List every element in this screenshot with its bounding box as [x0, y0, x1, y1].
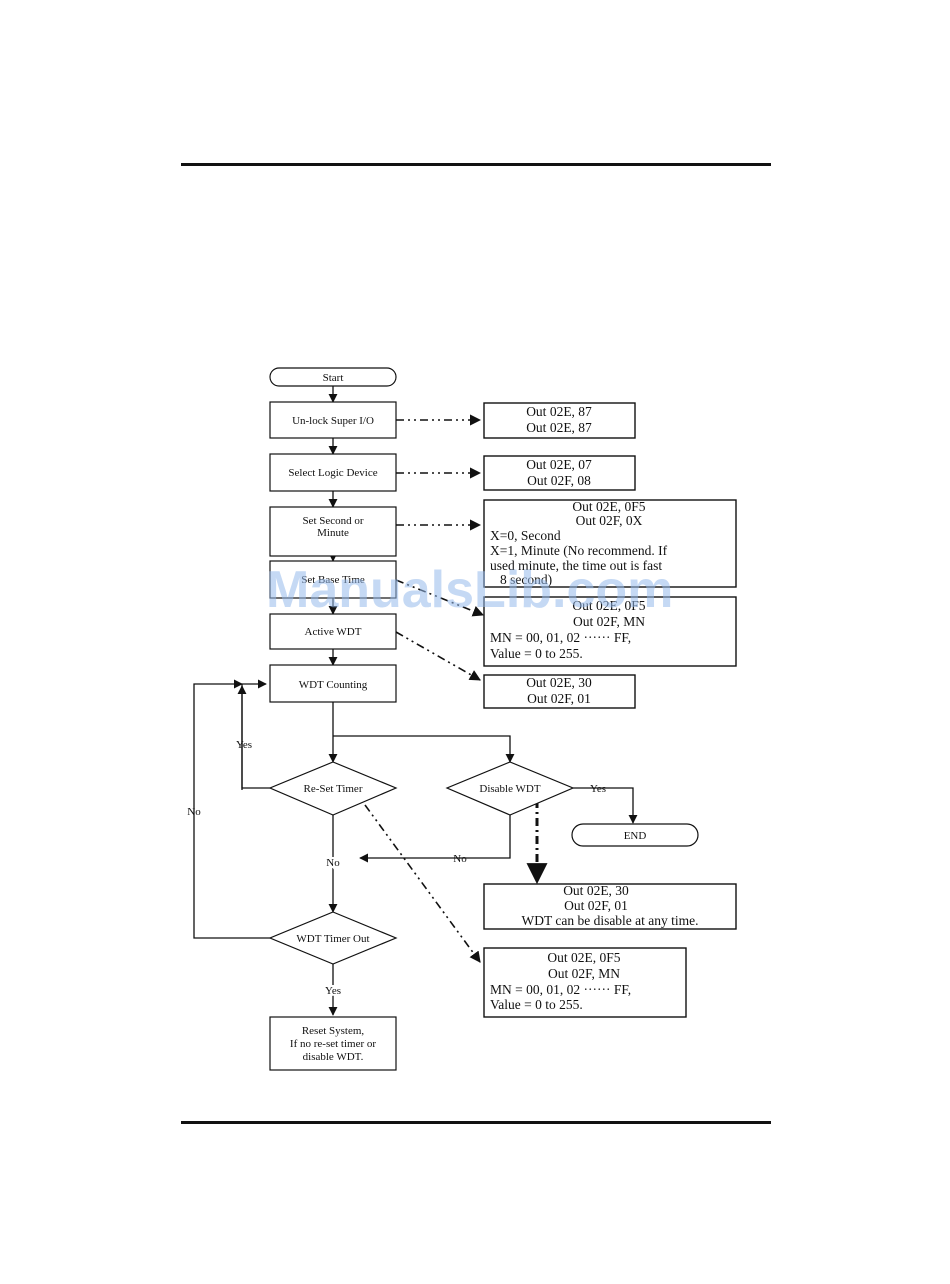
note-base-time-line4: Value = 0 to 255. — [490, 646, 583, 661]
note-reset-timer-line1: Out 02E, 0F5 — [547, 950, 620, 965]
active-wdt-label: Active WDT — [305, 626, 362, 638]
end-terminator: END — [571, 823, 699, 847]
reset-system-step: Reset System, If no re-set timer or disa… — [269, 1016, 397, 1071]
reset-system-line1: Reset System, — [302, 1025, 365, 1037]
note-set-second-line1: Out 02E, 0F5 — [572, 499, 645, 514]
note-reset-timer: Out 02E, 0F5 Out 02F, MN MN = 00, 01, 02… — [483, 947, 687, 1018]
wdt-timer-out-decision: WDT Timer Out — [268, 911, 398, 965]
disable-wdt-label: Disable WDT — [479, 783, 540, 795]
note-reset-timer-line4: Value = 0 to 255. — [490, 997, 583, 1012]
edge-label-no-loop: No — [187, 806, 201, 818]
edge-label-yes-reset: Yes — [236, 739, 252, 751]
edge-label-yes-disable: Yes — [590, 783, 606, 795]
wdt-counting-step: WDT Counting — [269, 664, 397, 703]
select-device-step: Select Logic Device — [269, 453, 397, 492]
note-base-time: Out 02E, 0F5 Out 02F, MN MN = 00, 01, 02… — [483, 596, 737, 667]
note-reset-timer-line2: Out 02F, MN — [548, 966, 620, 981]
reset-system-line3: disable WDT. — [303, 1051, 364, 1063]
set-second-label-line2: Minute — [317, 527, 349, 539]
start-label: Start — [323, 372, 344, 384]
edge-label-no-junction: No — [326, 857, 340, 869]
note-active-wdt: Out 02E, 30 Out 02F, 01 — [483, 674, 636, 709]
note-base-time-line2: Out 02F, MN — [573, 614, 645, 629]
edge-label-yes-timer-out: Yes — [325, 985, 341, 997]
set-second-label-line1: Set Second or — [302, 515, 363, 527]
top-rule — [181, 163, 771, 166]
reset-timer-decision: Re-Set Timer — [268, 761, 398, 816]
unlock-label: Un-lock Super I/O — [292, 415, 374, 427]
note-disable-wdt: Out 02E, 30 Out 02F, 01 WDT can be disab… — [483, 883, 737, 930]
note-set-second-line2: Out 02F, 0X — [576, 513, 643, 528]
note-set-second-line4: X=1, Minute (No recommend. If — [490, 543, 668, 558]
note-base-time-line1: Out 02E, 0F5 — [572, 598, 645, 613]
set-base-time-step: Set Base Time — [269, 560, 397, 599]
end-label: END — [624, 830, 647, 842]
note-unlock: Out 02E, 87 Out 02E, 87 — [483, 402, 636, 439]
note-set-second-line3: X=0, Second — [490, 528, 561, 543]
note-select-device-line1: Out 02E, 07 — [526, 457, 592, 472]
note-active-wdt-line2: Out 02F, 01 — [527, 691, 591, 706]
note-select-device-line2: Out 02F, 08 — [527, 473, 591, 488]
set-second-step: Set Second or Minute — [269, 506, 397, 557]
note-disable-wdt-line2: Out 02F, 01 — [564, 898, 628, 913]
active-wdt-step: Active WDT — [269, 613, 397, 650]
edge-labels: Yes No Yes No No Yes — [187, 739, 606, 999]
main-connectors — [193, 386, 638, 1016]
note-active-wdt-line1: Out 02E, 30 — [526, 675, 592, 690]
bottom-rule — [181, 1121, 771, 1124]
reset-timer-label: Re-Set Timer — [304, 783, 363, 795]
note-set-second-line6: 8 second) — [500, 572, 552, 587]
note-disable-wdt-line1: Out 02E, 30 — [563, 883, 629, 898]
note-connectors — [364, 414, 485, 963]
note-unlock-line2: Out 02E, 87 — [526, 420, 592, 435]
note-set-second-line5: used minute, the time out is fast — [490, 558, 662, 573]
reset-system-line2: If no re-set timer or — [290, 1038, 376, 1050]
note-disable-wdt-line3: WDT can be disable at any time. — [521, 913, 698, 928]
note-unlock-line1: Out 02E, 87 — [526, 404, 592, 419]
note-select-device: Out 02E, 07 Out 02F, 08 — [483, 455, 636, 491]
note-set-second: Out 02E, 0F5 Out 02F, 0X X=0, Second X=1… — [483, 499, 737, 588]
set-base-time-label: Set Base Time — [301, 574, 365, 586]
unlock-step: Un-lock Super I/O — [269, 401, 397, 439]
note-reset-timer-line3: MN = 00, 01, 02 ······ FF, — [490, 982, 631, 997]
note-base-time-line3: MN = 00, 01, 02 ······ FF, — [490, 630, 631, 645]
disable-wdt-decision: Disable WDT — [445, 761, 575, 816]
edge-label-no-disable: No — [453, 853, 467, 865]
wdt-counting-label: WDT Counting — [299, 679, 368, 691]
select-device-label: Select Logic Device — [288, 467, 377, 479]
wdt-timer-out-label: WDT Timer Out — [296, 933, 369, 945]
start-terminator: Start — [269, 367, 397, 387]
